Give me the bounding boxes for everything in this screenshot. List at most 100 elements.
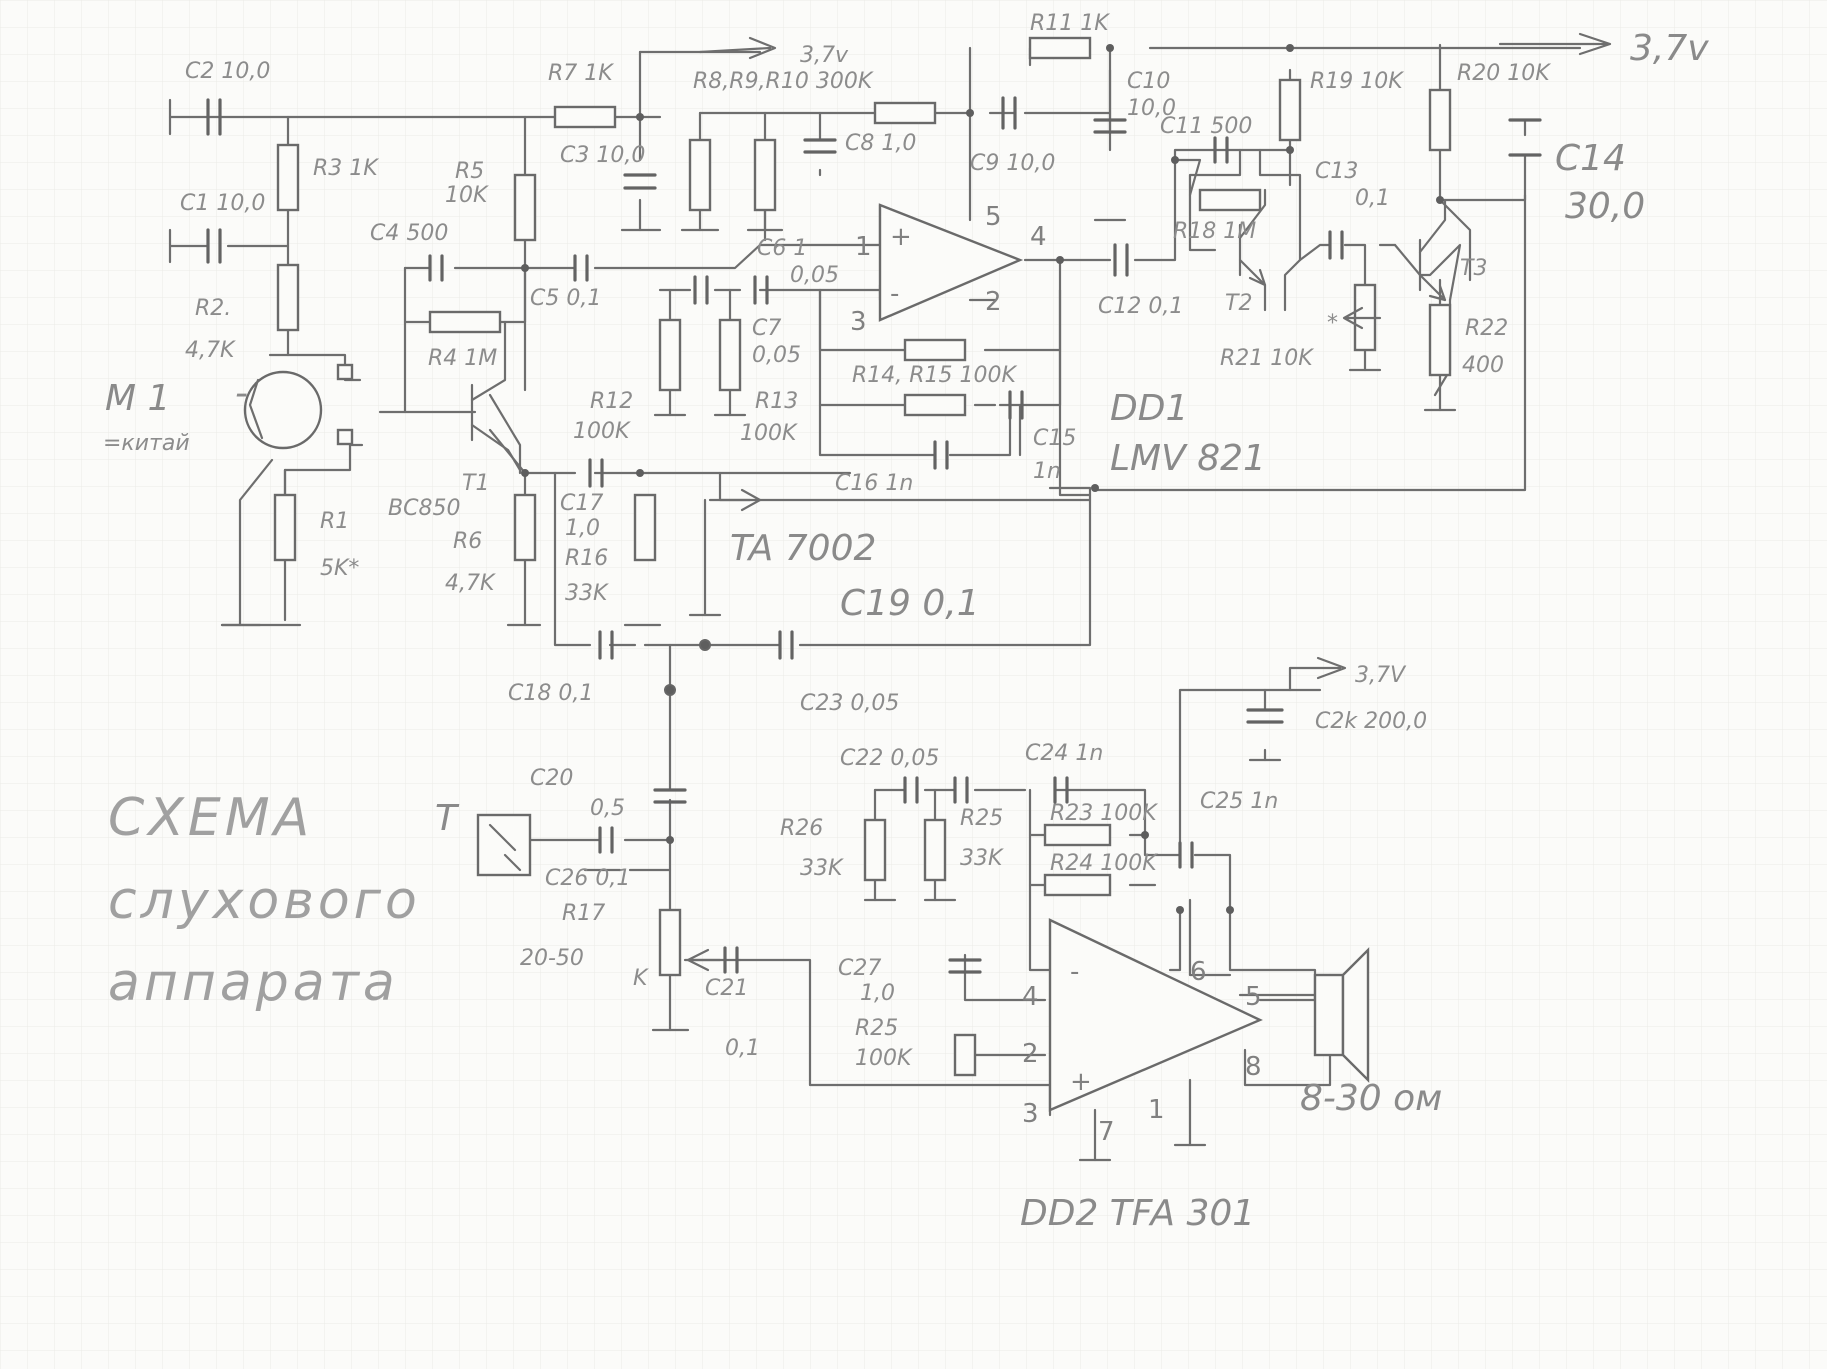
c20-value: 0,5 (590, 796, 625, 821)
c2k-label: C2k 200,0 (1315, 709, 1427, 734)
dd2-pin-8: 8 (1245, 1052, 1262, 1082)
r25a-value: 33K (960, 846, 1004, 871)
r13-label: R13 (755, 389, 798, 414)
r12-label: R12 (590, 389, 633, 414)
t3-label: T3 (1460, 256, 1487, 281)
title-line-3: аппарата (108, 953, 399, 1013)
r22-label: R22 (1465, 316, 1508, 341)
dd2-pin-4: 4 (1022, 982, 1039, 1012)
vcc-label-a: 3,7v (800, 43, 849, 68)
labels: 3,7v 3,7v 3,7V M 1 =китай - R1 5K* R2. 4… (103, 11, 1709, 1234)
c8-label: C8 1,0 (845, 131, 916, 156)
dd2-pin-7: 7 (1098, 1117, 1115, 1147)
r3-label: R3 1K (313, 156, 379, 181)
transistor-t2 (1238, 188, 1267, 312)
dd2-pin-2: 2 (1022, 1039, 1039, 1069)
r26-value: 33K (800, 856, 844, 881)
c12-label: C12 0,1 (1098, 294, 1183, 319)
title-line-2: слухового (108, 871, 421, 931)
r6-value: 4,7K (445, 571, 496, 596)
r5-label: R5 (455, 159, 484, 184)
title-line-1: СХЕМА (108, 788, 313, 848)
r14-r15-label: R14, R15 100K (852, 363, 1018, 388)
c15-value: 1n (1033, 459, 1061, 484)
dd1-label: DD1 (1110, 388, 1188, 429)
c14-label: C14 (1555, 138, 1626, 179)
ta7002-label: TA 7002 (730, 528, 876, 569)
r6-label: R6 (453, 529, 482, 554)
r19-label: R19 10K (1310, 69, 1404, 94)
vcc-label-b: 3,7v (1630, 28, 1709, 69)
dd1-pin-2: 2 (985, 287, 1002, 317)
c16-label: C16 1n (835, 471, 913, 496)
speaker (1313, 947, 1370, 1083)
r13-value: 100K (740, 421, 798, 446)
dd2-pin-minus: - (1070, 957, 1079, 987)
c20-label: C20 (530, 766, 573, 791)
c4-label: C4 500 (370, 221, 448, 246)
c9-label: C9 10,0 (970, 151, 1055, 176)
c15-label: C15 (1033, 426, 1076, 451)
r16-label: R16 (565, 546, 608, 571)
c7-label: C7 (752, 316, 781, 341)
supply-arrows (698, 32, 1612, 692)
c17-value: 1,0 (565, 516, 600, 541)
r18-label: R18 1M (1173, 219, 1256, 244)
transistor-t3 (1418, 198, 1447, 302)
c7-value: 0,05 (752, 343, 801, 368)
capacitor-plates (206, 96, 1542, 974)
ic-dd2-triangle (1048, 918, 1263, 1112)
vcc-label-c: 3,7V (1355, 663, 1407, 688)
c14-value: 30,0 (1565, 186, 1645, 227)
mic-note: =китай (103, 431, 190, 456)
dd2-pin-3: 3 (1022, 1099, 1039, 1129)
c13-label: C13 (1315, 159, 1358, 184)
resistor-bodies (273, 36, 1452, 1077)
c10-value: 10,0 (1127, 96, 1176, 121)
c21-label: C21 (705, 976, 748, 1001)
r1-label: R1 (320, 509, 349, 534)
t1-type: BC850 (388, 496, 460, 521)
dd2-pin-1: 1 (1148, 1095, 1165, 1125)
c13-value: 0,1 (1355, 186, 1390, 211)
c23-label: C23 0,05 (800, 691, 899, 716)
transistor-t1 (470, 320, 522, 472)
dd1-pin-4: 4 (1030, 222, 1047, 252)
t1-label: T1 (462, 471, 489, 496)
r20-label: R20 10K (1457, 61, 1551, 86)
c1-label: C1 10,0 (180, 191, 265, 216)
t2-label: T2 (1225, 291, 1252, 316)
r17-value: 20-50 (520, 946, 584, 971)
c10-label: C10 (1127, 69, 1170, 94)
c2-label: C2 10,0 (185, 59, 270, 84)
r2-label: R2. (195, 296, 231, 321)
r23-label: R23 100K (1050, 801, 1158, 826)
c5-label: C5 0,1 (530, 286, 601, 311)
r25b-value: 100K (855, 1046, 913, 1071)
r1-value: 5K* (320, 556, 359, 581)
junction-dots (521, 44, 1444, 914)
dd1-type: LMV 821 (1110, 438, 1266, 479)
c17-label: C17 (560, 491, 603, 516)
c19-label: C19 0,1 (840, 583, 980, 624)
dd2-label: DD2 TFA 301 (1020, 1193, 1255, 1234)
wiper-arrows (686, 306, 1382, 972)
r12-value: 100K (573, 419, 631, 444)
r8-r10-label: R8,R9,R10 300K (693, 69, 874, 94)
mic-label: M 1 (105, 378, 170, 419)
c26-label: C26 0,1 (545, 866, 630, 891)
ic-dd1-triangle (878, 203, 1024, 322)
switch-t (476, 813, 532, 877)
speaker-label: 8-30 ом (1300, 1078, 1442, 1119)
r22-value: 400 (1462, 353, 1504, 378)
c21-value: 0,1 (725, 1036, 760, 1061)
r5-value: 10K (445, 183, 489, 208)
mic-minus: - (235, 373, 248, 414)
r21-label: R21 10K (1220, 346, 1314, 371)
ground-marks (220, 218, 1457, 1162)
r2-value: 4,7K (185, 338, 236, 363)
c6-value: 0,05 (790, 263, 839, 288)
r11-label: R11 1K (1030, 11, 1110, 36)
